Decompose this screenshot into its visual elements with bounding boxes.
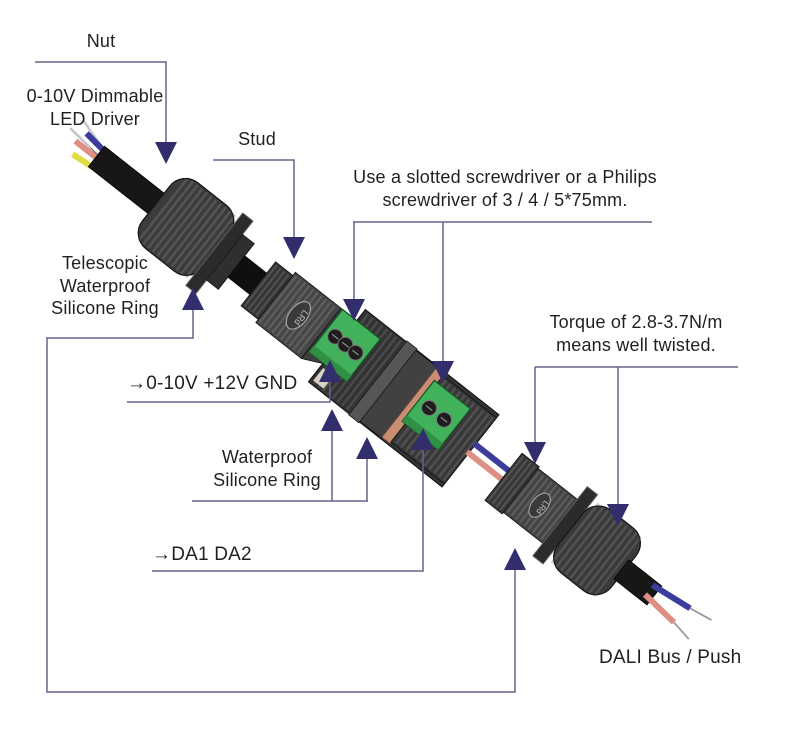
screwdriver-arrow-1-icon [343, 299, 365, 321]
gnd-leader-line [127, 378, 331, 403]
waterproof-arrow-2-icon [356, 437, 378, 459]
torque-leader-line [534, 366, 738, 507]
terminal-block-da [401, 379, 472, 451]
telescopic-label: Telescopic Waterproof Silicone Ring [51, 253, 159, 319]
da-arrow-icon [412, 428, 434, 450]
stud-arrow-icon [283, 237, 305, 259]
dali-cable [613, 559, 663, 606]
waterproof-arrow-1-icon [321, 409, 343, 431]
driver-label: 0-10V Dimmable LED Driver [26, 86, 164, 129]
torque-label: Torque of 2.8-3.7N/m means well twisted. [549, 312, 723, 355]
nut-arrow-icon [155, 142, 177, 164]
waterproof-label: Waterproof Silicone Ring [213, 447, 321, 490]
screwdriver-leader-line [353, 221, 652, 364]
nut-leader-line [35, 61, 167, 145]
dali-label: DALI Bus / Push [599, 647, 742, 668]
dali-bus-wires [642, 582, 712, 640]
da-label: →DA1 DA2 [152, 544, 252, 565]
stud-label: Stud [238, 129, 276, 149]
torque-arrow-1-icon [524, 442, 546, 464]
dali-wires-mid [465, 440, 516, 486]
nut-label: Nut [86, 31, 116, 51]
torque-arrow-2-icon [607, 504, 629, 526]
leader-lines [35, 61, 738, 693]
telescopic-arrow-1-icon [182, 288, 204, 310]
waterproof-leader-line [192, 427, 368, 502]
connector-illustration: LRd [69, 120, 712, 640]
right-gland: LRd [484, 452, 578, 544]
gnd-label: →0-10V +12V GND [127, 373, 298, 394]
telescopic-leader-line [46, 306, 516, 693]
nut-part [137, 176, 255, 295]
gnd-arrow-icon [319, 360, 341, 382]
screwdriver-arrow-2-icon [432, 361, 454, 383]
screwdriver-label: Use a slotted screwdriver or a Philips s… [353, 167, 657, 210]
stud-leader-line [213, 159, 295, 240]
da-leader-line [152, 446, 424, 572]
telescopic-arrow-2-icon [504, 548, 526, 570]
leader-arrows [155, 142, 629, 570]
